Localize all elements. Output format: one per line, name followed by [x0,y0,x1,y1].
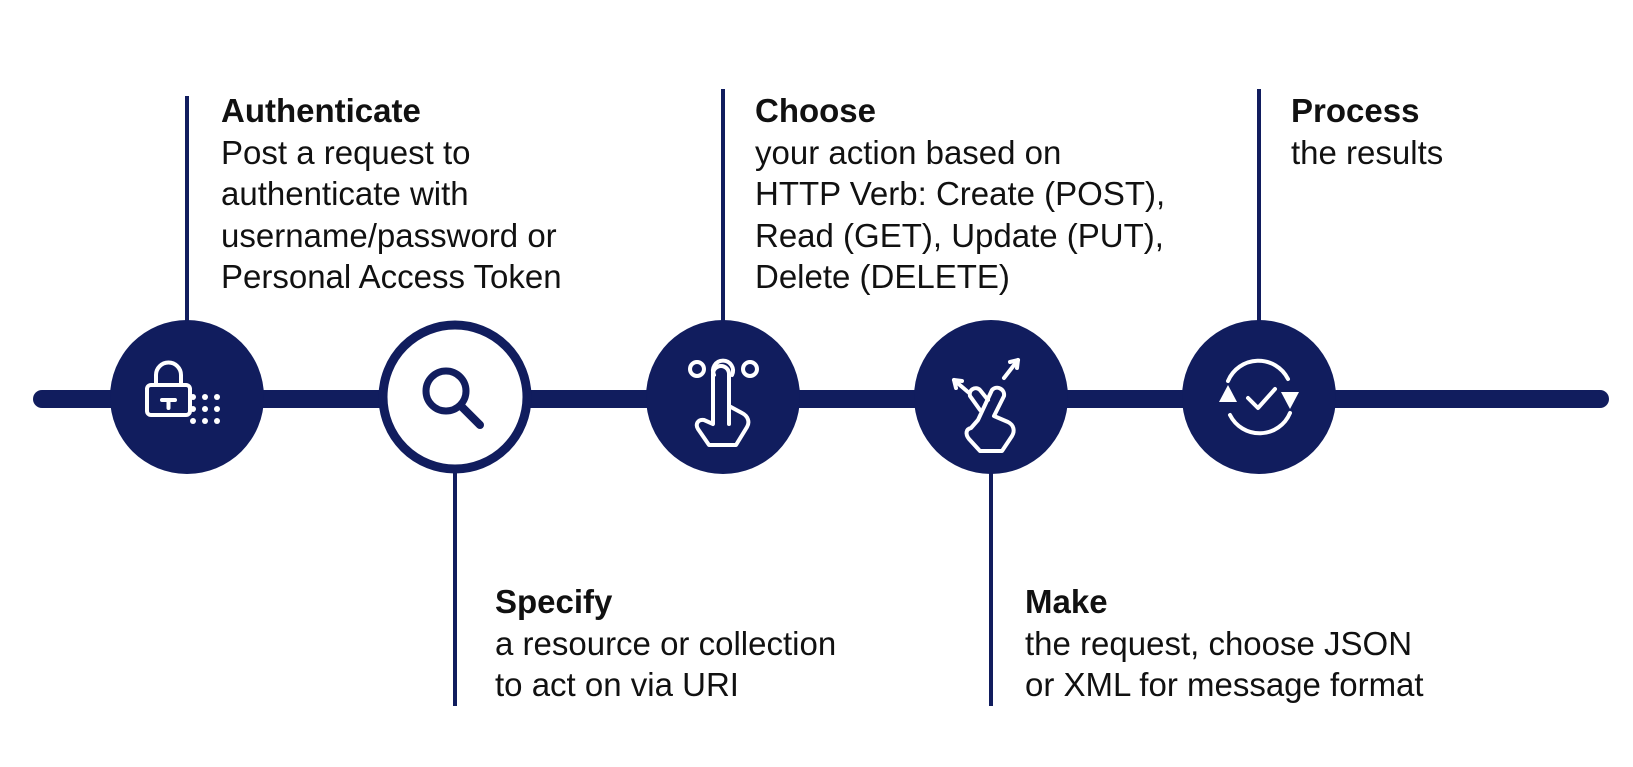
step-title-choose: Choose [755,92,877,129]
step-description-make: the request, choose JSON or XML for mess… [1025,624,1424,704]
refresh-check-icon [1226,358,1292,436]
step-node-choose [646,320,800,474]
finger-select-icon [688,358,759,447]
step-title-specify: Specify [495,583,613,620]
step-node-specify [378,320,532,474]
step-title-authenticate: Authenticate [221,92,421,129]
step-description-process: the results [1291,133,1444,171]
step-text-authenticate: Authenticate Post a request to authentic… [221,90,562,298]
step-node-make [914,320,1068,474]
step-title-process: Process [1291,92,1420,129]
step-title-make: Make [1025,583,1108,620]
gesture-hand-icon [952,358,1020,453]
step-description-authenticate: Post a request to authenticate with user… [221,133,562,296]
step-text-process: Process the results [1291,90,1443,173]
magnifier-icon [422,367,484,429]
step-node-authenticate [110,320,264,474]
step-text-specify: Specify a resource or collection to act … [495,581,836,706]
step-text-make: Make the request, choose JSON or XML for… [1025,581,1424,706]
step-text-choose: Choose your action based on HTTP Verb: C… [755,90,1165,298]
step-description-specify: a resource or collection to act on via U… [495,624,837,704]
lock-keypad-icon [145,360,192,417]
step-description-choose: your action based on HTTP Verb: Create (… [755,133,1166,296]
step-node-process [1182,320,1336,474]
